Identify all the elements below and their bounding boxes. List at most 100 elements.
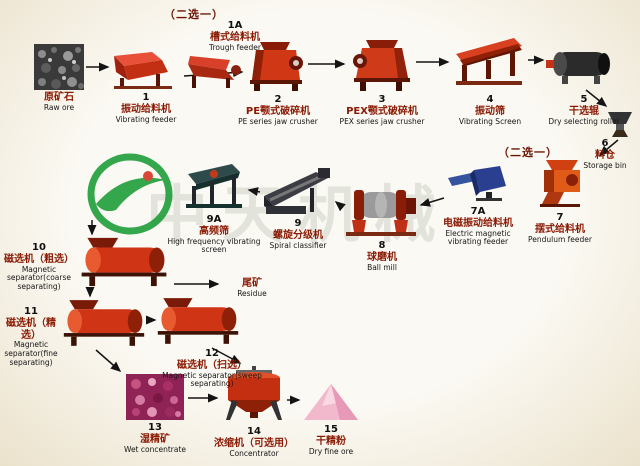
electromagnetic-feeder-en: Electric magnetic vibrating feeder xyxy=(445,228,511,247)
concentrator-icon xyxy=(222,366,286,424)
ball-mill-zh: 球磨机 xyxy=(367,251,397,263)
company-logo-icon xyxy=(87,153,173,235)
label-trough-feeder: 1A 槽式给料机 Trough feeder xyxy=(196,20,274,52)
vibrating-screen-zh: 振动筛 xyxy=(475,105,505,117)
vibrating-feeder-en: Vibrating feeder xyxy=(115,114,177,124)
pe-jaw-crusher-icon xyxy=(246,38,306,92)
trough-feeder-icon xyxy=(186,52,242,90)
wet-concentrate-image xyxy=(126,374,184,420)
spiral-classifier-number: 9 xyxy=(294,218,302,229)
label-pe-jaw-crusher: 2 PE颚式破碎机 PE series jaw crusher xyxy=(234,94,322,126)
label-vibrating-feeder: 1 振动给料机 Vibrating feeder xyxy=(104,92,188,124)
high-frequency-screen-en: High frequency vibrating screen xyxy=(167,236,261,255)
magnetic-separator-sweep-icon xyxy=(156,296,240,346)
concentrator-en: Concentrator xyxy=(229,448,279,458)
electromagnetic-feeder-zh: 电磁振动给料机 xyxy=(443,217,513,229)
dry-fine-ore-image xyxy=(302,382,360,422)
spiral-classifier-icon xyxy=(262,166,334,216)
electromagnetic-feeder-icon xyxy=(446,164,508,204)
label-storage-bin: 6 料仓 Storage bin xyxy=(574,138,636,170)
dry-fine-ore-en: Dry fine ore xyxy=(308,446,354,456)
wet-concentrate-zh: 湿精矿 xyxy=(140,433,170,445)
ball-mill-en: Ball mill xyxy=(367,262,397,272)
magnetic-separator-fine-zh: 磁选机（精选） xyxy=(6,317,56,341)
magnetic-separator-sweep-en: Magnetic separator(sweep separating) xyxy=(162,370,262,389)
pex-jaw-crusher-en: PEX series jaw crusher xyxy=(339,116,425,126)
trough-feeder-en: Trough feeder xyxy=(209,42,261,52)
storage-bin-number: 6 xyxy=(601,138,609,149)
pex-jaw-crusher-number: 3 xyxy=(378,94,386,105)
electromagnetic-feeder-number: 7A xyxy=(470,206,486,217)
vibrating-feeder-zh: 振动给料机 xyxy=(121,103,171,115)
pe-jaw-crusher-en: PE series jaw crusher xyxy=(238,116,318,126)
label-high-frequency-screen: 9A 高频筛 High frequency vibrating screen xyxy=(156,214,272,255)
label-raw-ore: 原矿石 Raw ore xyxy=(20,92,98,113)
concentrator-zh: 浓缩机（可选用） xyxy=(214,437,294,449)
raw-ore-zh: 原矿石 xyxy=(44,92,74,103)
magnetic-separator-coarse-number: 10 xyxy=(32,242,46,253)
label-dry-fine-ore: 15 干精粉 Dry fine ore xyxy=(298,424,364,456)
trough-feeder-zh: 槽式给料机 xyxy=(210,31,260,43)
magnetic-separator-fine-en: Magnetic separator(fine separating) xyxy=(4,340,58,368)
raw-ore-image xyxy=(34,44,84,90)
pendulum-feeder-zh: 摆式给料机 xyxy=(535,223,585,235)
pendulum-feeder-number: 7 xyxy=(556,212,564,223)
vibrating-screen-en: Vibrating Screen xyxy=(458,116,522,126)
vibrating-screen-number: 4 xyxy=(486,94,494,105)
raw-ore-en: Raw ore xyxy=(43,102,75,112)
label-ball-mill: 8 球磨机 Ball mill xyxy=(352,240,412,272)
pe-jaw-crusher-number: 2 xyxy=(274,94,282,105)
choose-one-note-mid: （二选一） xyxy=(498,146,558,159)
spiral-classifier-en: Spiral classifier xyxy=(269,240,327,250)
label-magnetic-separator-fine: 11 磁选机（精选） Magnetic separator(fine separ… xyxy=(0,306,62,368)
trough-feeder-number: 1A xyxy=(227,20,243,31)
pex-jaw-crusher-zh: PEX颚式破碎机 xyxy=(346,105,418,117)
ball-mill-number: 8 xyxy=(378,240,386,251)
residue-en: Residue xyxy=(237,288,267,298)
residue-zh: 尾矿 xyxy=(242,278,262,289)
magnetic-separator-sweep-zh: 磁选机（扫选） xyxy=(177,359,247,371)
wet-concentrate-en: Wet concentrate xyxy=(123,444,187,454)
label-pendulum-feeder: 7 摆式给料机 Pendulum feeder xyxy=(518,212,602,244)
label-dry-roller: 5 干选辊 Dry selecting roller xyxy=(536,94,632,126)
dry-roller-en: Dry selecting roller xyxy=(548,116,620,126)
high-frequency-screen-zh: 高频筛 xyxy=(199,225,229,237)
magnetic-separator-coarse-zh: 磁选机（粗选） xyxy=(4,253,74,265)
label-wet-concentrate: 13 湿精矿 Wet concentrate xyxy=(114,422,196,454)
dry-fine-ore-zh: 干精粉 xyxy=(316,435,346,447)
vibrating-feeder-number: 1 xyxy=(142,92,150,103)
vibrating-screen-icon xyxy=(452,36,526,88)
storage-bin-en: Storage bin xyxy=(583,160,627,170)
dry-fine-ore-number: 15 xyxy=(324,424,338,435)
label-electromagnetic-feeder: 7A 电磁振动给料机 Electric magnetic vibrating f… xyxy=(428,206,528,247)
label-concentrator: 14 浓缩机（可选用） Concentrator xyxy=(204,426,304,458)
magnetic-separator-fine-icon xyxy=(62,298,146,348)
choose-one-note-top: （二选一） xyxy=(164,8,224,21)
magnetic-separator-coarse-icon xyxy=(78,236,170,288)
magnetic-separator-fine-number: 11 xyxy=(24,306,38,317)
high-frequency-screen-icon xyxy=(182,160,246,212)
label-magnetic-separator-sweep: 12 磁选机（扫选） Magnetic separator(sweep sepa… xyxy=(162,348,262,389)
storage-bin-zh: 料仓 xyxy=(595,149,615,161)
label-magnetic-separator-coarse: 10 磁选机（粗选） Magnetic separator(coarse sep… xyxy=(2,242,76,292)
storage-bin-icon xyxy=(606,110,634,138)
dry-roller-number: 5 xyxy=(580,94,588,105)
ball-mill-icon xyxy=(344,180,418,236)
pex-jaw-crusher-icon xyxy=(350,38,414,92)
label-pex-jaw-crusher: 3 PEX颚式破碎机 PEX series jaw crusher xyxy=(330,94,434,126)
spiral-classifier-zh: 螺旋分级机 xyxy=(273,229,323,241)
pendulum-feeder-en: Pendulum feeder xyxy=(528,234,592,244)
dry-roller-zh: 干选辊 xyxy=(569,105,599,117)
pendulum-feeder-icon xyxy=(528,158,592,208)
magnetic-separator-coarse-en: Magnetic separator(coarse separating) xyxy=(6,264,71,292)
wet-concentrate-number: 13 xyxy=(148,422,162,433)
label-vibrating-screen: 4 振动筛 Vibrating Screen xyxy=(442,94,538,126)
dry-roller-icon xyxy=(546,46,616,86)
label-spiral-classifier: 9 螺旋分级机 Spiral classifier xyxy=(252,218,344,250)
high-frequency-screen-number: 9A xyxy=(206,214,222,225)
label-residue: 尾矿 Residue xyxy=(222,278,282,299)
magnetic-separator-sweep-number: 12 xyxy=(205,348,219,359)
concentrator-number: 14 xyxy=(247,426,261,437)
